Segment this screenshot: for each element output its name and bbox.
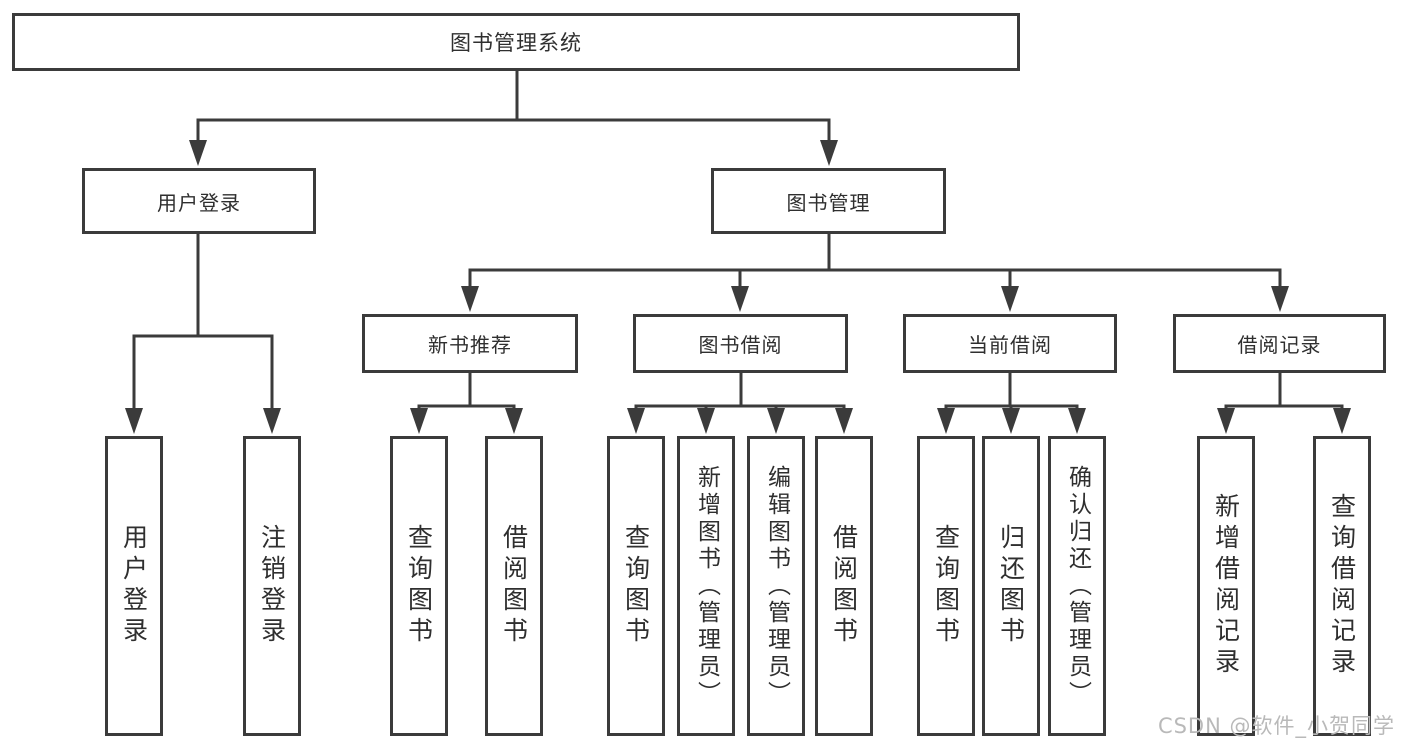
leaf-label: 确认归还（管理员） xyxy=(1064,464,1091,708)
leaf-add-book-admin: 新增图书（管理员） xyxy=(677,436,735,736)
arrowhead-icon xyxy=(189,140,207,166)
node-label: 当前借阅 xyxy=(968,333,1052,357)
leaf-confirm-return-admin: 确认归还（管理员） xyxy=(1048,436,1106,736)
leaf-label: 借阅图书 xyxy=(499,524,529,648)
leaf-label: 查询图书 xyxy=(931,524,961,648)
node-label: 图书管理系统 xyxy=(450,31,582,55)
leaf-query-borrow-record: 查询借阅记录 xyxy=(1313,436,1371,736)
arrowhead-icon xyxy=(505,408,523,434)
leaf-user-login: 用户登录 xyxy=(105,436,163,736)
csdn-watermark: CSDN @软件_小贺同学 xyxy=(1157,714,1395,738)
leaf-label: 新增图书（管理员） xyxy=(693,464,720,708)
node-new-book-recommendation: 新书推荐 xyxy=(362,314,578,373)
arrowhead-icon xyxy=(767,408,785,434)
arrowhead-icon xyxy=(697,408,715,434)
arrowhead-icon xyxy=(1271,286,1289,312)
node-label: 借阅记录 xyxy=(1237,333,1322,357)
node-book-management: 图书管理 xyxy=(711,168,946,234)
node-label: 用户登录 xyxy=(157,190,241,215)
leaf-label: 用户登录 xyxy=(119,524,149,648)
node-current-borrowing: 当前借阅 xyxy=(903,314,1117,373)
leaf-query-books-recommend: 查询图书 xyxy=(390,436,448,736)
leaf-logout: 注销登录 xyxy=(243,436,301,736)
leaf-borrow-books: 借阅图书 xyxy=(815,436,873,736)
leaf-label: 注销登录 xyxy=(257,524,287,648)
arrowhead-icon xyxy=(627,408,645,434)
leaf-return-books: 归还图书 xyxy=(982,436,1040,736)
arrowhead-icon xyxy=(820,140,838,166)
arrowhead-icon xyxy=(835,408,853,434)
node-user-login: 用户登录 xyxy=(82,168,316,234)
arrowhead-icon xyxy=(461,286,479,312)
node-library-management-system: 图书管理系统 xyxy=(12,13,1020,71)
arrowhead-icon xyxy=(1333,408,1351,434)
arrowhead-icon xyxy=(1068,408,1086,434)
arrowhead-icon xyxy=(937,408,955,434)
leaf-label: 借阅图书 xyxy=(829,524,859,648)
arrowhead-icon xyxy=(1217,408,1235,434)
arrowhead-icon xyxy=(731,286,749,312)
arrowhead-icon xyxy=(1001,286,1019,312)
leaf-label: 归还图书 xyxy=(996,524,1026,648)
node-label: 图书管理 xyxy=(786,190,871,215)
arrowhead-icon xyxy=(263,408,281,434)
arrowhead-icon xyxy=(410,408,428,434)
leaf-edit-book-admin: 编辑图书（管理员） xyxy=(747,436,805,736)
leaf-borrow-books-recommend: 借阅图书 xyxy=(485,436,543,736)
arrowhead-icon xyxy=(1002,408,1020,434)
leaf-query-books-borrow: 查询图书 xyxy=(607,436,665,736)
node-label: 图书借阅 xyxy=(698,333,783,357)
leaf-query-books-current: 查询图书 xyxy=(917,436,975,736)
leaf-add-borrow-record: 新增借阅记录 xyxy=(1197,436,1255,736)
arrowhead-icon xyxy=(125,408,143,434)
leaf-label: 查询图书 xyxy=(404,524,434,648)
node-borrowing-records: 借阅记录 xyxy=(1173,314,1386,373)
leaf-label: 查询借阅记录 xyxy=(1327,493,1357,679)
leaf-label: 查询图书 xyxy=(621,524,651,648)
leaf-label: 编辑图书（管理员） xyxy=(763,464,790,708)
leaf-label: 新增借阅记录 xyxy=(1211,493,1241,679)
node-label: 新书推荐 xyxy=(428,333,512,357)
node-book-borrowing: 图书借阅 xyxy=(633,314,848,373)
